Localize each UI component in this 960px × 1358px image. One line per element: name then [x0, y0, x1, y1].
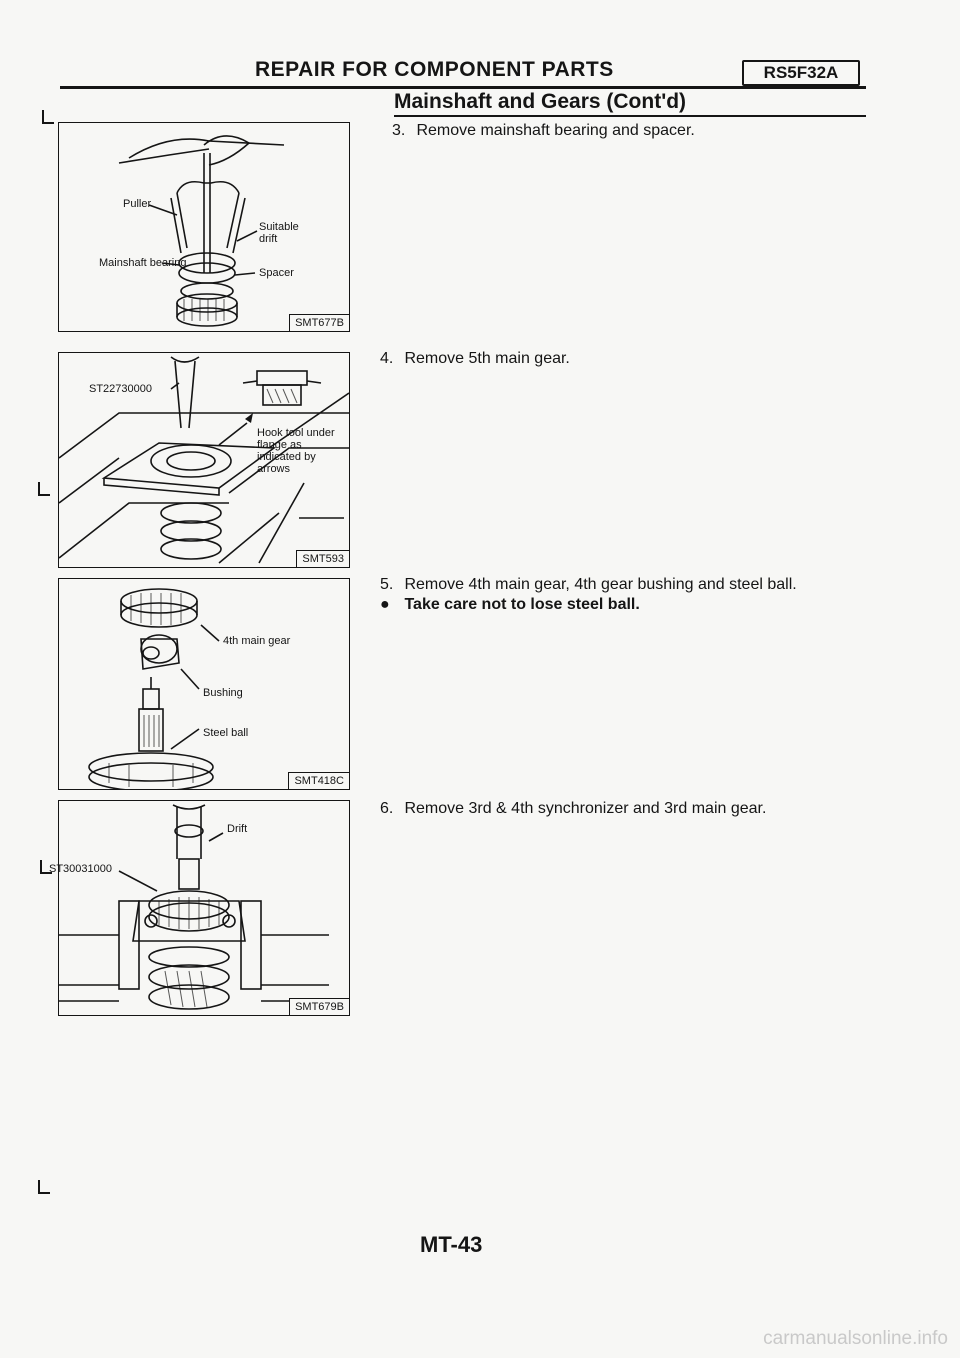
step-text: Remove 4th main gear, 4th gear bushing a…: [404, 576, 797, 593]
step-5: 5. Remove 4th main gear, 4th gear bushin…: [380, 576, 797, 594]
page-number: MT-43: [420, 1232, 483, 1257]
binding-mark: [42, 110, 54, 124]
step-number: 6.: [380, 800, 394, 817]
step-text: Remove mainshaft bearing and spacer.: [416, 122, 695, 139]
step-4: 4. Remove 5th main gear.: [380, 350, 570, 368]
step-6: 6. Remove 3rd & 4th synchronizer and 3rd…: [380, 800, 766, 818]
model-code-badge: RS5F32A: [742, 60, 860, 86]
note-text: Take care not to lose steel ball.: [404, 596, 640, 613]
puller-bearing-illustration: [118, 135, 285, 327]
label-hook-tool: Hook tool under flange as indicated by a…: [257, 427, 335, 475]
label-mainshaft-bearing: Mainshaft bearing: [99, 257, 187, 269]
step-3: 3. Remove mainshaft bearing and spacer.: [392, 122, 695, 140]
figure-code: SMT593: [296, 550, 349, 567]
label-tool-st30031000: ST30031000: [49, 863, 112, 875]
press-tool-illustration: [59, 356, 349, 564]
label-bushing: Bushing: [203, 687, 243, 699]
step-number: 4.: [380, 350, 394, 367]
subsection-rule: [394, 115, 866, 117]
figure-5th-gear-removal: ST22730000 Hook tool under flange as ind…: [58, 352, 350, 568]
label-steel-ball: Steel ball: [203, 727, 249, 739]
label-tool-st22730000: ST22730000: [89, 383, 152, 395]
label-4th-main-gear: 4th main gear: [223, 635, 291, 647]
binding-mark: [38, 1180, 50, 1194]
figure-synchronizer-removal: Drift ST30031000 SMT679B: [49, 800, 350, 1016]
label-drift: Drift: [227, 823, 248, 835]
header-rule: [60, 86, 866, 89]
step-text: Remove 5th main gear.: [404, 350, 570, 367]
figure-4th-gear-parts: 4th main gear Bushing Steel ball SMT418C: [58, 578, 350, 790]
label-puller: Puller: [123, 198, 152, 210]
step-number: 3.: [392, 122, 406, 139]
caution-note: ● Take care not to lose steel ball.: [380, 596, 640, 614]
drift-press-illustration: [59, 804, 329, 1010]
binding-mark: [40, 860, 52, 874]
bullet: ●: [380, 596, 390, 613]
watermark: carmanualsonline.info: [763, 1328, 948, 1349]
figure-code: SMT677B: [289, 314, 349, 331]
gear-bushing-ball-illustration: [88, 588, 220, 789]
label-suitable-drift: Suitable drift: [259, 221, 299, 245]
subsection-title: Mainshaft and Gears (Cont'd): [394, 90, 687, 113]
step-number: 5.: [380, 576, 394, 593]
label-spacer: Spacer: [259, 267, 294, 279]
step-text: Remove 3rd & 4th synchronizer and 3rd ma…: [404, 800, 767, 817]
binding-mark: [38, 482, 50, 496]
figure-code: SMT418C: [288, 772, 349, 789]
figure-code: SMT679B: [289, 998, 349, 1015]
section-title: REPAIR FOR COMPONENT PARTS: [255, 58, 614, 81]
figure-puller-bearing: Puller Suitable drift Mainshaft bearing …: [58, 122, 350, 332]
